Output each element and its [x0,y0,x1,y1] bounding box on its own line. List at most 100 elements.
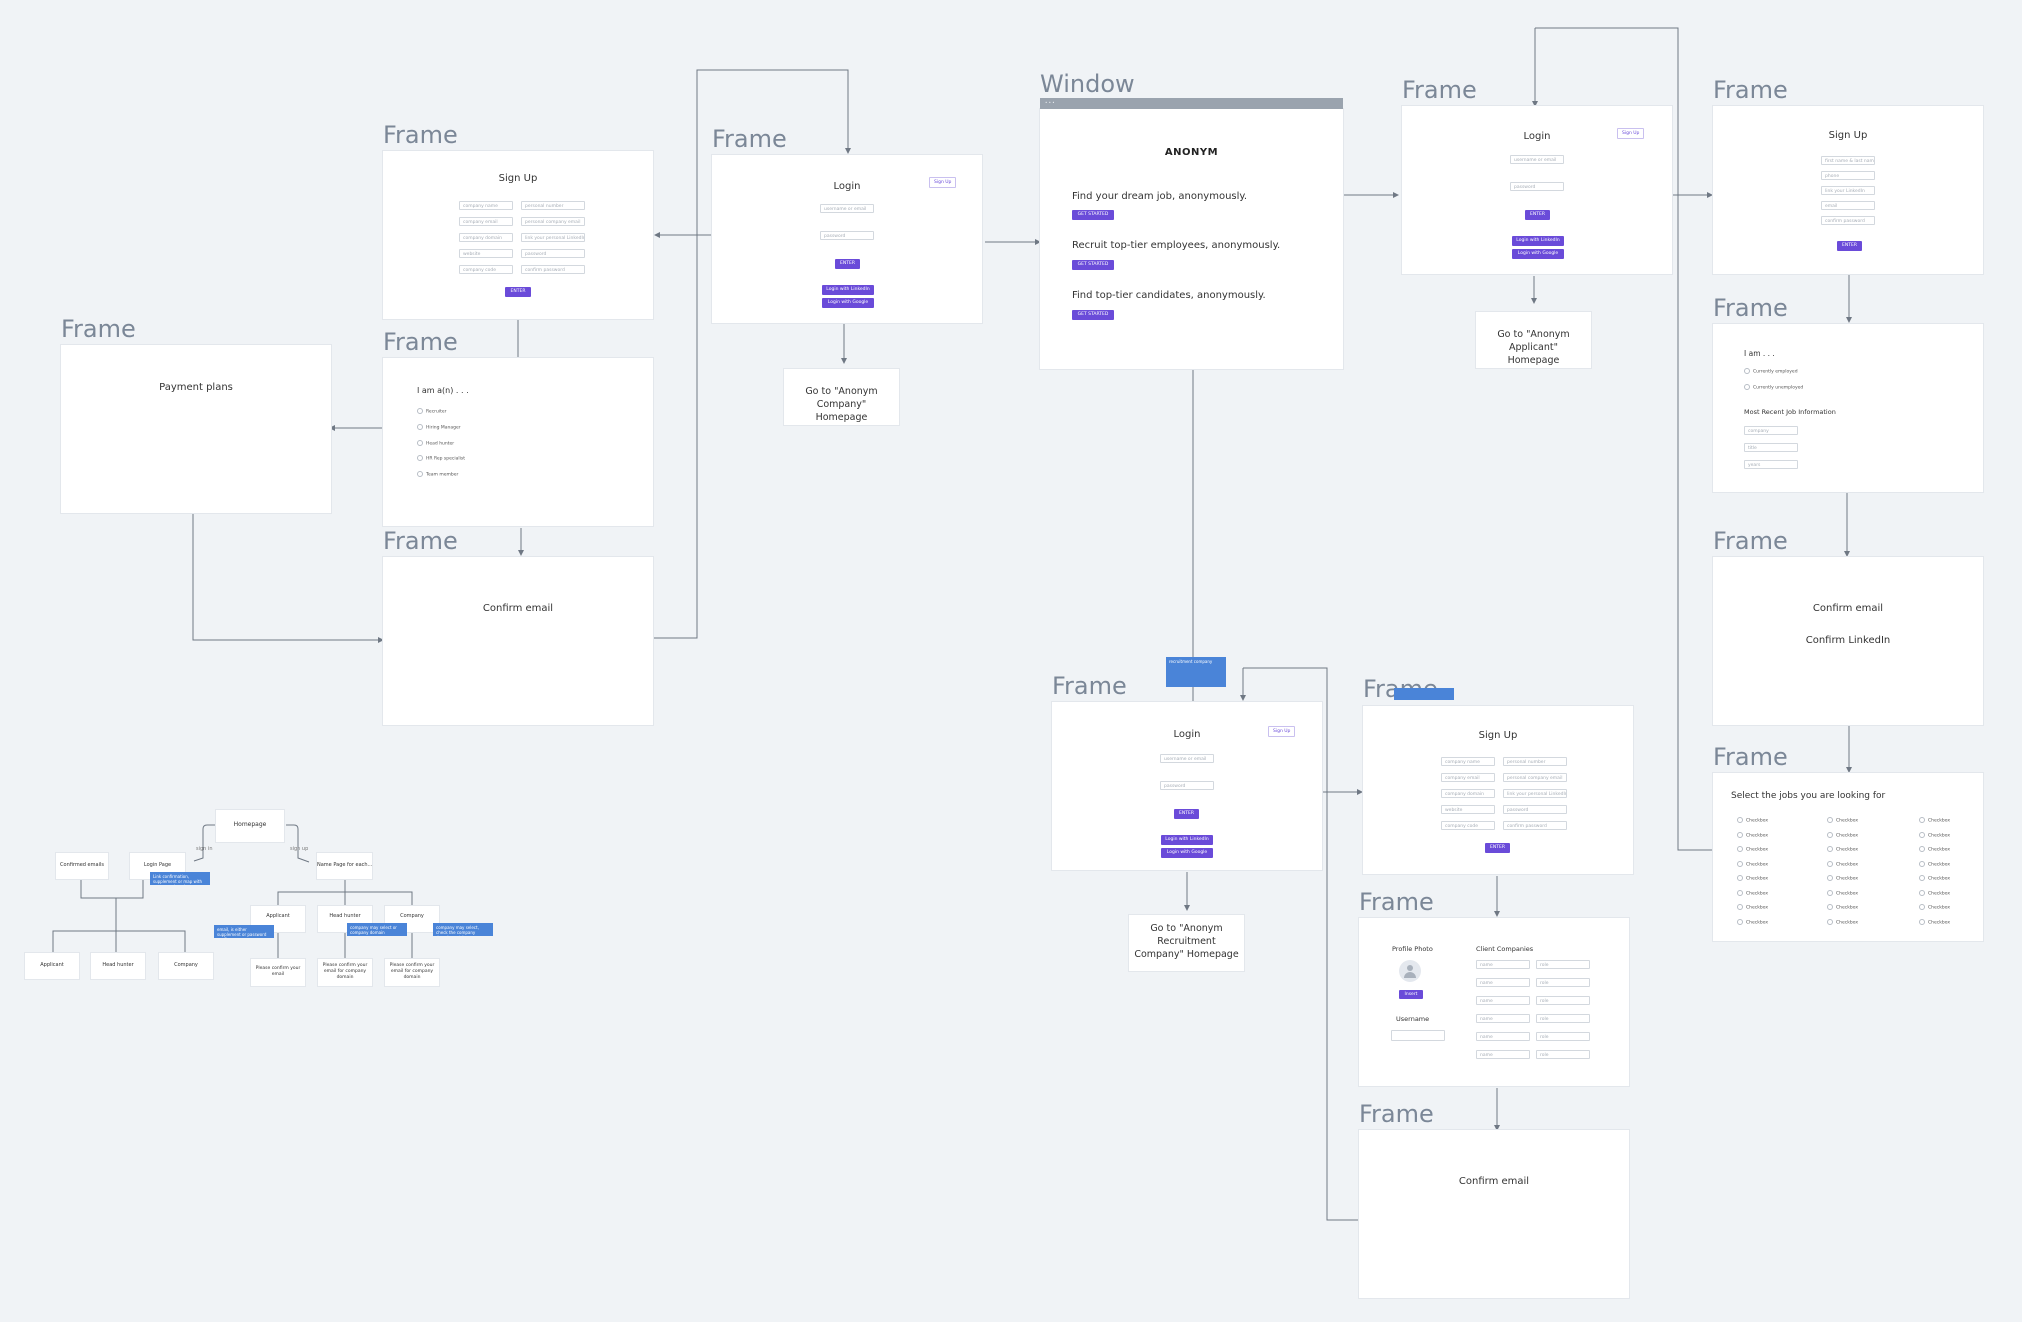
signup-field[interactable]: link your personal LinkedIn [1503,789,1567,798]
enter-button[interactable]: ENTER [1485,843,1510,853]
comment-note[interactable] [1394,688,1454,700]
signup-field[interactable]: personal company email [521,217,585,226]
client-role-field[interactable]: role [1536,960,1590,969]
enter-button[interactable]: ENTER [1174,809,1199,819]
linkedin-login-button[interactable]: Login with LinkedIn [1161,835,1213,845]
signup-field[interactable]: first name & last name [1821,156,1875,165]
job-checkbox[interactable]: Checkbox [1919,875,1950,883]
signup-field[interactable]: password [521,249,585,258]
avatar-placeholder-icon[interactable] [1399,960,1421,982]
signup-field[interactable]: email [1821,201,1875,210]
signup-field[interactable]: website [459,249,513,258]
signup-field[interactable]: personal company email [1503,773,1567,782]
client-name-field[interactable]: name [1476,960,1530,969]
signup-field[interactable]: personal number [521,201,585,210]
job-checkbox[interactable]: Checkbox [1737,919,1768,927]
client-name-field[interactable]: name [1476,996,1530,1005]
job-checkbox[interactable]: Checkbox [1737,846,1768,854]
job-checkbox[interactable]: Checkbox [1827,904,1858,912]
password-input[interactable]: password [820,231,874,240]
job-checkbox[interactable]: Checkbox [1737,904,1768,912]
signup-field[interactable]: confirm password [1821,216,1875,225]
signup-field[interactable]: link your LinkedIn [1821,186,1875,195]
job-checkbox[interactable]: Checkbox [1827,846,1858,854]
signup-field[interactable]: company email [1441,773,1495,782]
password-input[interactable]: password [1160,781,1214,790]
get-started-button[interactable]: GET STARTED [1072,260,1114,270]
job-field[interactable]: title [1744,443,1798,452]
job-checkbox[interactable]: Checkbox [1827,861,1858,869]
signup-button[interactable]: Sign Up [929,177,956,188]
job-checkbox[interactable]: Checkbox [1737,832,1768,840]
client-role-field[interactable]: role [1536,1050,1590,1059]
enter-button[interactable]: ENTER [1525,210,1550,220]
job-checkbox[interactable]: Checkbox [1919,919,1950,927]
google-login-button[interactable]: Login with Google [822,298,874,308]
job-checkbox[interactable]: Checkbox [1919,904,1950,912]
signup-field[interactable]: company code [459,265,513,274]
job-checkbox[interactable]: Checkbox [1919,817,1950,825]
client-name-field[interactable]: name [1476,1014,1530,1023]
upload-photo-button[interactable]: Insert [1399,990,1423,999]
signup-field[interactable]: personal number [1503,757,1567,766]
client-role-field[interactable]: role [1536,1014,1590,1023]
role-option[interactable]: Team member [417,471,458,479]
signup-field[interactable]: company email [459,217,513,226]
comment-note[interactable]: email, is either supplement or password … [214,925,274,938]
signup-field[interactable]: company domain [1441,789,1495,798]
job-checkbox[interactable]: Checkbox [1827,890,1858,898]
job-checkbox[interactable]: Checkbox [1737,817,1768,825]
job-checkbox[interactable]: Checkbox [1737,861,1768,869]
enter-button[interactable]: ENTER [1837,241,1862,251]
google-login-button[interactable]: Login with Google [1161,848,1213,858]
get-started-button[interactable]: GET STARTED [1072,310,1114,320]
signup-field[interactable]: link your personal LinkedIn [521,233,585,242]
username-input[interactable]: username or email [820,204,874,213]
job-checkbox[interactable]: Checkbox [1827,817,1858,825]
client-name-field[interactable]: name [1476,1032,1530,1041]
comment-note[interactable]: recruitment company [1166,657,1226,687]
enter-button[interactable]: ENTER [505,287,531,297]
signup-field[interactable]: company name [1441,757,1495,766]
username-input[interactable]: username or email [1510,155,1564,164]
client-role-field[interactable]: role [1536,996,1590,1005]
signup-field[interactable]: confirm password [521,265,585,274]
job-field[interactable]: years [1744,460,1798,469]
role-option[interactable]: HR Rep specialist [417,455,465,463]
signup-field[interactable]: password [1503,805,1567,814]
signup-field[interactable]: website [1441,805,1495,814]
job-checkbox[interactable]: Checkbox [1919,832,1950,840]
linkedin-login-button[interactable]: Login with LinkedIn [1512,236,1564,246]
signup-field[interactable]: confirm password [1503,821,1567,830]
signup-button[interactable]: Sign Up [1617,128,1644,139]
get-started-button[interactable]: GET STARTED [1072,210,1114,220]
client-name-field[interactable]: name [1476,1050,1530,1059]
username-input[interactable]: username or email [1160,754,1214,763]
job-checkbox[interactable]: Checkbox [1919,846,1950,854]
job-checkbox[interactable]: Checkbox [1827,875,1858,883]
signup-field[interactable]: company code [1441,821,1495,830]
status-option[interactable]: Currently unemployed [1744,384,1803,392]
enter-button[interactable]: ENTER [835,259,860,269]
signup-field[interactable]: company name [459,201,513,210]
password-input[interactable]: password [1510,182,1564,191]
linkedin-login-button[interactable]: Login with LinkedIn [822,285,874,295]
job-checkbox[interactable]: Checkbox [1919,890,1950,898]
signup-field[interactable]: phone [1821,171,1875,180]
status-option[interactable]: Currently employed [1744,368,1798,376]
job-checkbox[interactable]: Checkbox [1827,919,1858,927]
comment-note[interactable]: company may select or company domain [347,923,407,936]
comment-note[interactable]: Link confirmation, supplement or map wit… [150,872,210,885]
job-checkbox[interactable]: Checkbox [1827,832,1858,840]
client-name-field[interactable]: name [1476,978,1530,987]
job-checkbox[interactable]: Checkbox [1737,890,1768,898]
role-option[interactable]: Hiring Manager [417,424,461,432]
client-role-field[interactable]: role [1536,978,1590,987]
username-input[interactable] [1391,1030,1445,1041]
comment-note[interactable]: company may select, check the company do… [433,923,493,936]
signup-field[interactable]: company domain [459,233,513,242]
client-role-field[interactable]: role [1536,1032,1590,1041]
google-login-button[interactable]: Login with Google [1512,249,1564,259]
job-checkbox[interactable]: Checkbox [1919,861,1950,869]
role-option[interactable]: Recruiter [417,408,447,416]
